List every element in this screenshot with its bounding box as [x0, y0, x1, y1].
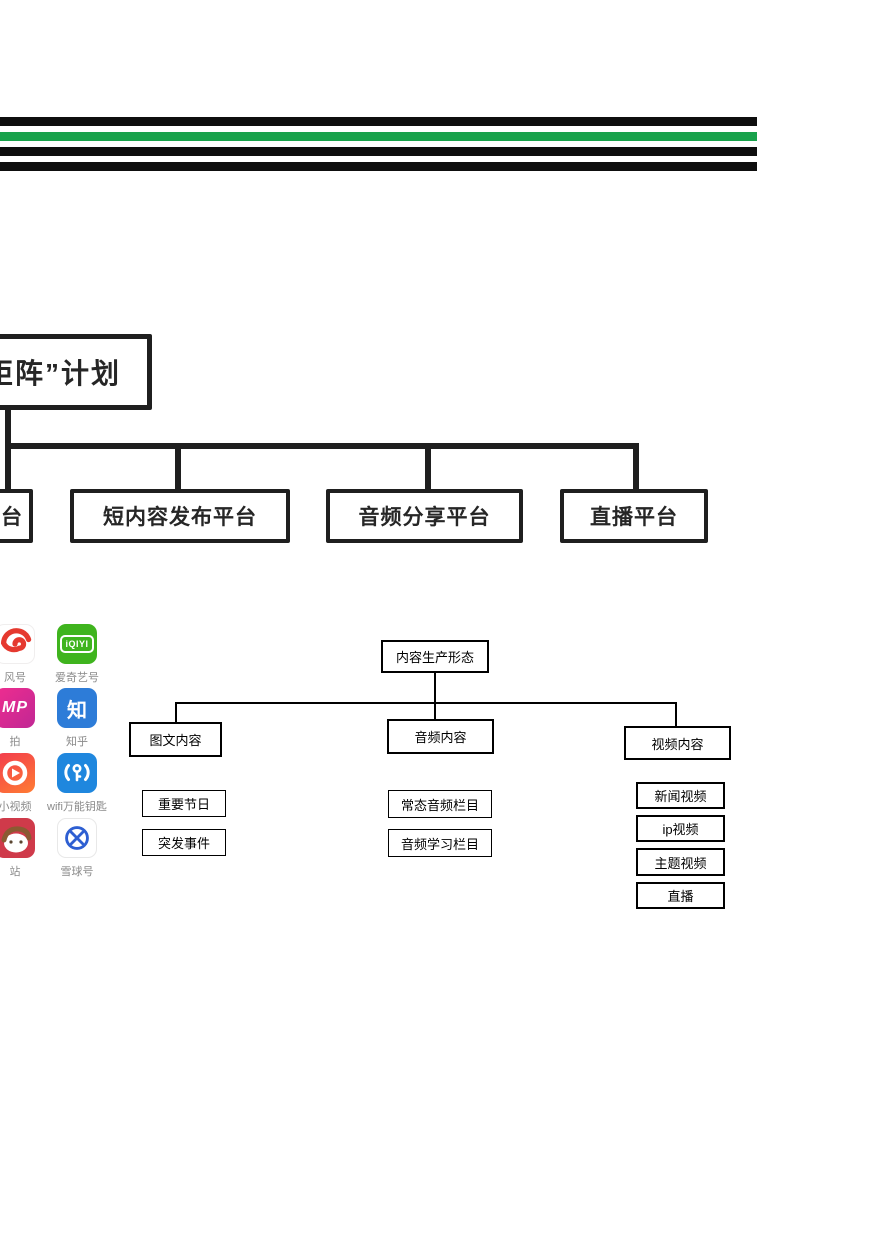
- flow-connector: [175, 702, 677, 704]
- flow-connector: [434, 673, 436, 703]
- app-label: 风号: [4, 672, 26, 684]
- flow-leaf-live: 直播: [636, 882, 725, 909]
- wifi-key-icon: [57, 753, 97, 793]
- flow-leaf-label: 音频学习栏目: [400, 836, 479, 852]
- iqiyi-logo-text: iQIYI: [60, 635, 94, 653]
- connector-line: [633, 449, 639, 489]
- flow-leaf-regular-audio: 常态音频栏目: [388, 790, 492, 818]
- app-label: wifi万能钥匙: [47, 801, 107, 813]
- app-label: 小视频: [0, 801, 32, 813]
- flow-leaf-label: 直播: [667, 889, 694, 904]
- platform-label: 音频分享平台: [358, 506, 491, 529]
- meipai-logo-text: MP: [2, 699, 28, 716]
- platform-box-audio-share: 音频分享平台: [326, 489, 523, 543]
- flow-leaf-breaking-event: 突发事件: [142, 829, 226, 856]
- platform-label: 台: [1, 506, 23, 529]
- stripe-black-1: [0, 117, 757, 126]
- zhihu-logo-text: 知: [67, 699, 87, 722]
- stripe-black-3: [0, 162, 757, 171]
- flow-branch-audio-content: 音频内容: [387, 719, 494, 754]
- connector-line: [5, 443, 639, 449]
- platform-label: 短内容发布平台: [103, 506, 257, 529]
- flow-leaf-label: 主题视频: [654, 855, 707, 871]
- flow-connector: [175, 702, 177, 722]
- flow-root-label: 内容生产形态: [395, 650, 474, 665]
- connector-line: [175, 449, 181, 489]
- flow-leaf-label: 常态音频栏目: [400, 797, 479, 813]
- connector-line: [425, 449, 431, 489]
- flow-branch-text-content: 图文内容: [129, 722, 222, 757]
- connector-line: [5, 409, 11, 445]
- flow-leaf-label: 新闻视频: [654, 789, 707, 804]
- flow-root-box: 内容生产形态: [381, 640, 489, 673]
- meipai-icon: MP: [0, 688, 35, 728]
- flow-connector: [434, 702, 436, 719]
- flow-branch-label: 视频内容: [651, 736, 704, 752]
- flow-leaf-news-video: 新闻视频: [636, 782, 725, 809]
- connector-line: [5, 449, 11, 489]
- app-label: 知乎: [66, 736, 88, 748]
- zhihu-icon: 知: [57, 688, 97, 728]
- flow-leaf-ip-video: ip视频: [636, 815, 725, 842]
- flow-branch-label: 图文内容: [149, 733, 202, 748]
- flow-branch-label: 音频内容: [414, 730, 467, 745]
- flow-leaf-label: 突发事件: [157, 836, 210, 851]
- app-label: 拍: [9, 736, 21, 748]
- flow-leaf-label: 重要节日: [157, 797, 210, 812]
- app-label: 站: [9, 866, 21, 878]
- stripe-green: [0, 132, 757, 141]
- iqiyi-icon: iQIYI: [57, 624, 97, 664]
- flow-leaf-label: ip视频: [662, 822, 699, 837]
- stripe-black-2: [0, 147, 757, 156]
- plan-title-box: 矩阵”计划: [0, 334, 152, 410]
- acfun-face-icon: [0, 818, 35, 858]
- platform-box-clipped: 台: [0, 489, 33, 543]
- flow-branch-video-content: 视频内容: [624, 726, 731, 760]
- xueqiu-icon: [57, 818, 97, 858]
- flow-leaf-audio-learning: 音频学习栏目: [388, 829, 492, 857]
- flow-leaf-important-festival: 重要节日: [142, 790, 226, 817]
- app-label: 爱奇艺号: [55, 672, 99, 684]
- flow-connector: [675, 702, 677, 726]
- short-video-play-icon: [0, 753, 35, 793]
- plan-title-text: 矩阵”计划: [0, 358, 121, 389]
- platform-box-short-content: 短内容发布平台: [70, 489, 290, 543]
- platform-label: 直播平台: [590, 506, 678, 529]
- platform-box-live: 直播平台: [560, 489, 708, 543]
- dafenghao-swirl-icon: [0, 624, 35, 664]
- app-label: 雪球号: [60, 866, 94, 878]
- flow-leaf-theme-video: 主题视频: [636, 848, 725, 876]
